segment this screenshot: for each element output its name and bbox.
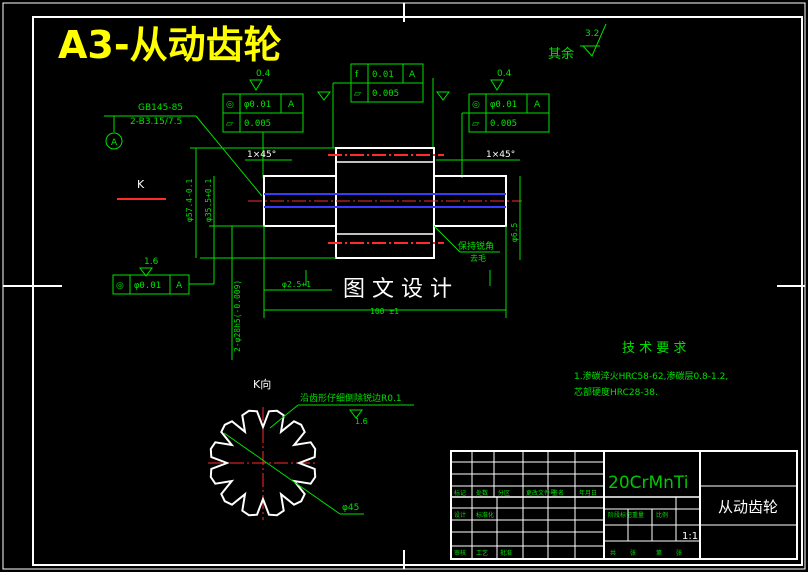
tol-center-val1: 0.01	[372, 70, 394, 80]
tol-bottom-ref1: A	[176, 281, 183, 291]
tol-right-sym1: ◎	[472, 100, 480, 110]
tol-bottom-sym1: ◎	[116, 281, 124, 291]
title-block	[450, 450, 798, 560]
shaft-main-view: 1×45° 1×45° φ57.4-0.1 φ35.5+0.1 φ6.5 φ2.…	[185, 147, 522, 360]
view-k-marker: K	[117, 178, 166, 200]
view-k-title: K向	[253, 377, 271, 391]
protect-note: 保持锐角	[458, 240, 494, 252]
title-block-small-label: 批准	[500, 549, 512, 557]
spline-note: 沿齿形仔细倒除锐边R0.1	[300, 392, 402, 404]
tol-left-sym1: ◎	[226, 100, 234, 110]
general-roughness: 其余 3.2	[548, 23, 607, 62]
datum-label: A	[111, 138, 118, 148]
spline-k-view: K向 沿齿形仔细倒除锐边R0.1 1.6 φ45	[208, 377, 414, 520]
title-block-small-label: 更改文件号	[526, 489, 556, 497]
overlay-box	[332, 270, 482, 304]
tol-right-sym2: ▱	[472, 119, 479, 129]
title-block-small-label: 第	[656, 549, 662, 557]
tech-line-1: 1.渗碳淬火HRC58-62,渗碳层0.8-1.2,	[574, 370, 728, 382]
dim-vertical: 2-φ28h5(-0.009)	[233, 280, 242, 352]
title-block-small-label: 工艺	[476, 549, 488, 557]
datum-circle	[105, 132, 123, 150]
standard-ref: GB145-85	[138, 103, 183, 113]
dim-diameter-left2: φ35.5+0.1	[204, 178, 213, 222]
tol-center-val2: 0.005	[372, 89, 399, 99]
tol-center-sym1: f	[355, 70, 359, 80]
part-name: 从动齿轮	[718, 498, 778, 516]
title-block-small-label: 张	[630, 549, 636, 557]
title-block-small-label: 张	[676, 549, 682, 557]
title-block-small-label: 共	[610, 549, 616, 557]
tech-title: 技 术 要 求	[622, 341, 686, 356]
tolerance-frame-right: 0.4 ◎ φ0.01 A ▱ 0.005	[461, 69, 550, 178]
roughness-right-value: 0.4	[497, 69, 512, 79]
dim-length-1: φ2.5+1	[282, 280, 311, 289]
dim-diameter-right: φ6.5	[510, 223, 519, 242]
center-hole-note: GB145-85 2-B3.15/7.5 A	[104, 103, 263, 197]
dim-length-total: 100 ±1	[370, 307, 399, 316]
tol-left-ref1: A	[288, 100, 295, 110]
title-block-small-label: 分区	[498, 489, 510, 497]
tol-left-val1: φ0.01	[244, 100, 271, 110]
tolerance-frame-left: 0.4 ◎ φ0.01 A ▱ 0.005	[222, 69, 304, 178]
roughness-general-icon	[582, 23, 607, 57]
roughness-general-value: 3.2	[585, 29, 599, 39]
title-block-small-label: 比例	[656, 511, 668, 519]
tech-requirements: 技 术 要 求 1.渗碳淬火HRC58-62,渗碳层0.8-1.2, 芯部硬度H…	[574, 341, 728, 398]
tol-right-ref1: A	[534, 100, 541, 110]
material-label: 20CrMnTi	[608, 473, 689, 493]
tol-right-val2: 0.005	[490, 119, 517, 129]
dim-diameter-left1: φ57.4-0.1	[185, 178, 194, 222]
title-block-small-label: 标记	[454, 489, 466, 497]
tolerance-frame-bottom: 1.6 ◎ φ0.01 A	[112, 226, 215, 295]
title-block-small-label: 阶段标记	[608, 511, 632, 519]
title-block-small-label: 年月日	[579, 489, 597, 497]
scale-value: 1:1	[682, 531, 698, 542]
title-block-small-label: 签名	[552, 489, 564, 497]
spline-diameter: φ45	[342, 503, 359, 513]
protect-note-2: 去毛	[470, 253, 486, 263]
overlay-label: 图 文 设 计	[343, 277, 452, 302]
tol-right-val1: φ0.01	[490, 100, 517, 110]
chamfer-right: 1×45°	[486, 150, 515, 160]
roughness-left-value: 0.4	[256, 69, 271, 79]
tol-left-val2: 0.005	[244, 119, 271, 129]
tolerance-frame-center: f 0.01 A ▱ 0.005	[317, 63, 450, 148]
title-block-small-label: 重量	[632, 511, 644, 519]
roughness-general-label: 其余	[548, 46, 574, 62]
tol-bottom-val1: φ0.01	[134, 281, 161, 291]
title-block-small-label: 处数	[476, 489, 488, 497]
tol-center-ref1: A	[409, 70, 416, 80]
title-block-small-label: 标准化	[476, 511, 494, 519]
view-k-letter: K	[137, 178, 145, 191]
chamfer-left: 1×45°	[247, 150, 276, 160]
title-block-small-label: 审核	[454, 549, 466, 557]
tech-line-2: 芯部硬度HRC28-38.	[574, 386, 658, 398]
spline-outline	[209, 409, 317, 517]
center-hole-spec: 2-B3.15/7.5	[130, 117, 182, 127]
spline-roughness: 1.6	[355, 417, 368, 426]
title-block-small-label: 设计	[454, 511, 466, 519]
sheet-title: A3-从动齿轮	[58, 23, 282, 67]
tol-center-sym2: ▱	[354, 89, 361, 99]
tol-left-sym2: ▱	[226, 119, 233, 129]
roughness-bottom-value: 1.6	[144, 257, 159, 267]
